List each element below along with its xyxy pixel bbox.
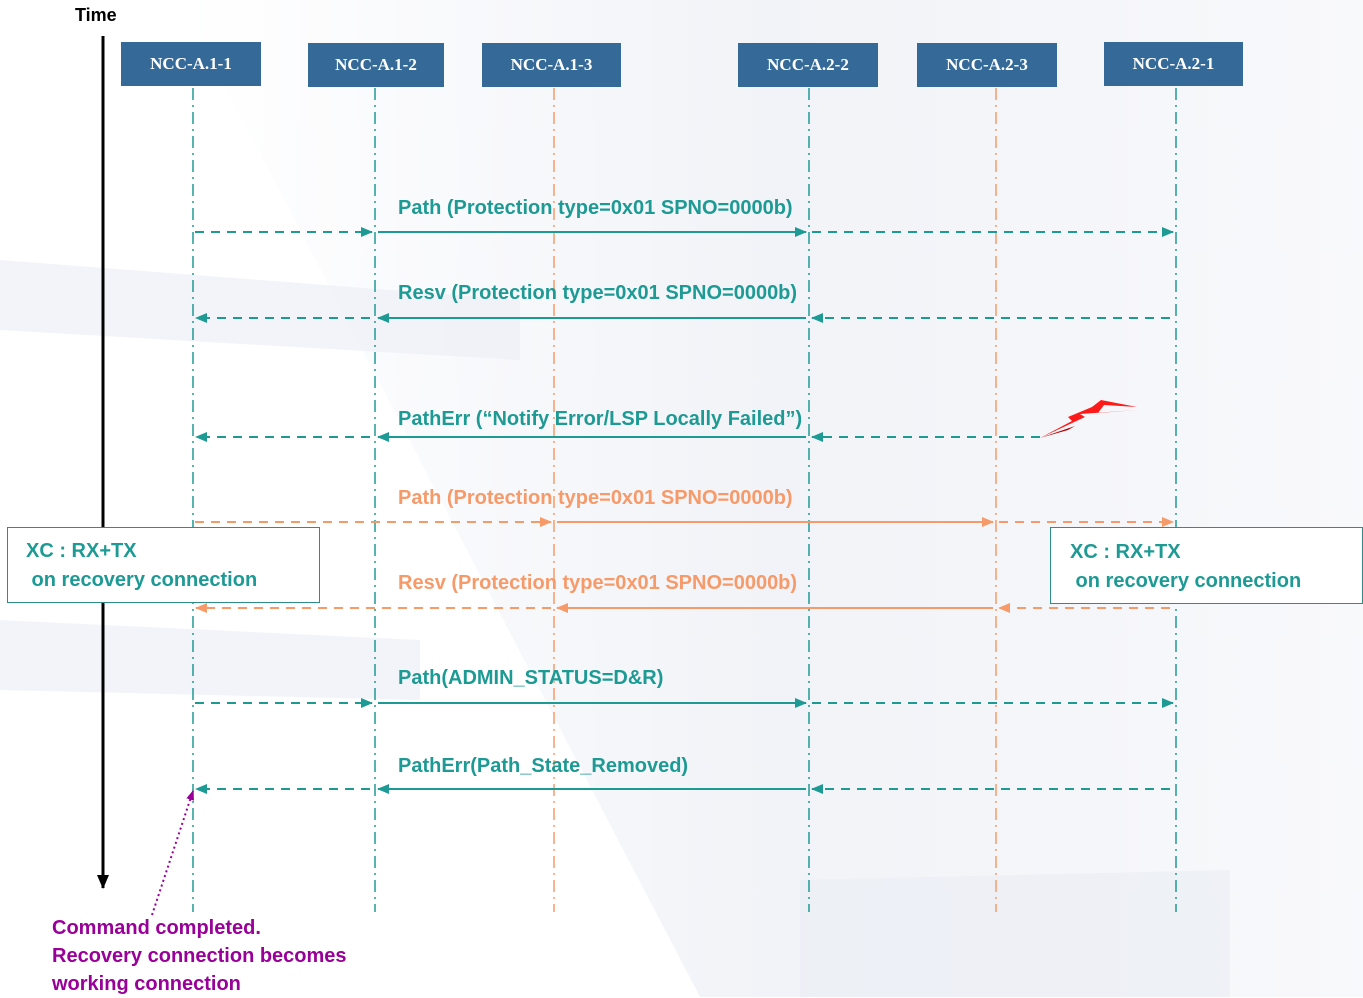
lifelines — [192, 88, 1177, 912]
link-failure-icon — [1040, 400, 1138, 438]
xc-box-right-line1: XC : RX+TX — [1070, 541, 1181, 563]
xc-box-left: XC : RX+TX on recovery connection — [7, 527, 320, 603]
completion-pointer — [151, 790, 194, 916]
xc-box-left-line2: on recovery connection — [26, 569, 258, 591]
node-ncc-a-1-3: NCC-A.1-3 — [482, 43, 621, 87]
message-label: PathErr (“Notify Error/LSP Locally Faile… — [398, 408, 803, 430]
xc-box-right: XC : RX+TX on recovery connection — [1050, 527, 1363, 604]
node-ncc-a-2-3: NCC-A.2-3 — [917, 43, 1057, 87]
completion-note-line2: Recovery connection becomes — [52, 945, 347, 967]
message-label: PathErr(Path_State_Removed) — [398, 755, 689, 777]
completion-note-line1: Command completed. — [52, 917, 261, 939]
message-label: Path (Protection type=0x01 SPNO=0000b) — [398, 197, 793, 219]
message-label: Path (Protection type=0x01 SPNO=0000b) — [398, 487, 793, 509]
node-ncc-a-1-2: NCC-A.1-2 — [308, 43, 444, 87]
xc-box-left-line1: XC : RX+TX — [26, 540, 137, 562]
time-label: Time — [75, 5, 117, 25]
completion-note: Command completed. Recovery connection b… — [52, 914, 347, 998]
node-ncc-a-2-2: NCC-A.2-2 — [738, 43, 878, 87]
completion-note-line3: working connection — [52, 973, 241, 995]
message-label: Resv (Protection type=0x01 SPNO=0000b) — [398, 572, 798, 594]
xc-box-right-line2: on recovery connection — [1070, 570, 1302, 592]
node-ncc-a-1-1: NCC-A.1-1 — [121, 42, 261, 86]
message-label: Resv (Protection type=0x01 SPNO=0000b) — [398, 282, 798, 304]
message-label: Path(ADMIN_STATUS=D&R) — [398, 667, 664, 689]
node-ncc-a-2-1: NCC-A.2-1 — [1104, 42, 1243, 86]
